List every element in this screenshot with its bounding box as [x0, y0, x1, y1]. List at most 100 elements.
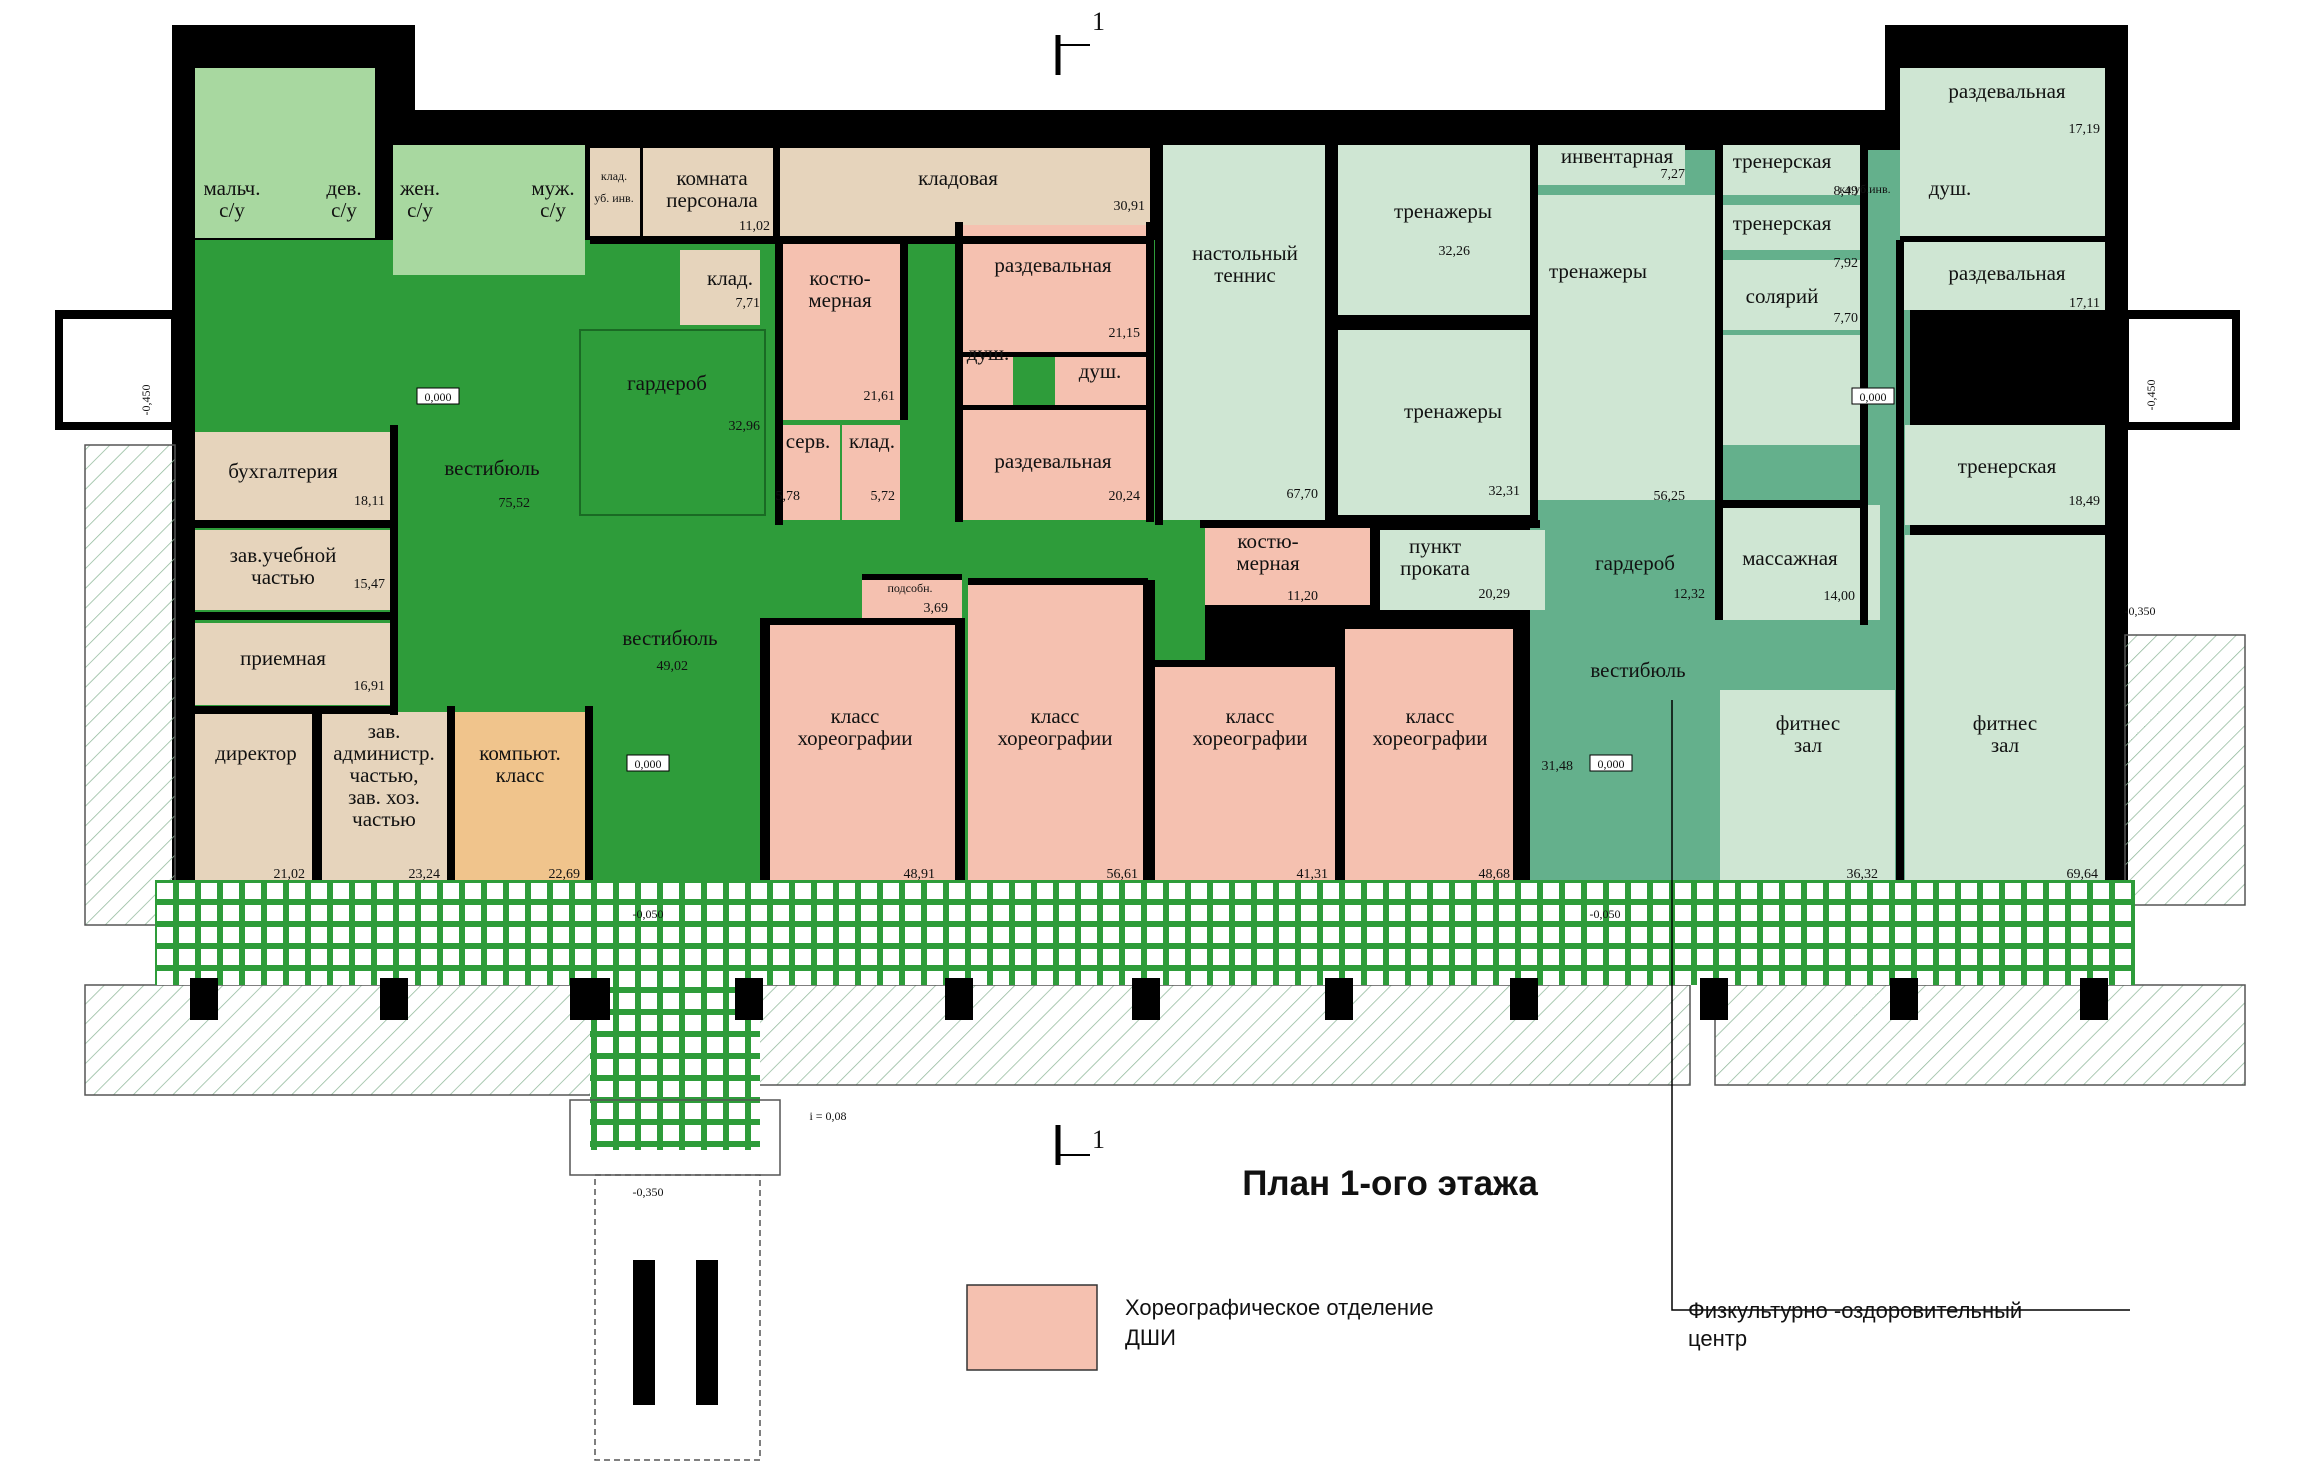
room-name: раздевальная	[1948, 261, 2066, 285]
elevation-mark: 0,000	[1860, 390, 1887, 404]
legend: Хореографическое отделение ДШИ Физкульту…	[966, 700, 2130, 1371]
elevation-mark: -0,050	[1590, 907, 1621, 921]
elevation-mark: i = 0,08	[809, 1109, 846, 1123]
room-storage-1: клад.7,71	[707, 266, 760, 311]
room-name: вестибюль	[444, 456, 539, 480]
room-area: 21,02	[274, 867, 306, 882]
room-name: вестибюль	[622, 626, 717, 650]
room-labels: мальч.с/у дев.с/у жен.с/у муж.с/у клад.уб. и…	[204, 79, 2100, 882]
room-men-wc: муж.с/у	[531, 176, 574, 222]
room-name: приемная	[240, 646, 326, 670]
room-head-admin: зав.администр.частью,зав. хоз.частью23,2…	[333, 719, 440, 882]
room-shower-2: душ.	[1079, 359, 1122, 383]
room-area: 3,69	[924, 601, 949, 616]
terrace	[84, 444, 2246, 1461]
room-name: тренажеры	[1394, 199, 1492, 223]
room-area: 32,26	[1439, 244, 1471, 259]
room-name: компьют.класс	[479, 741, 561, 787]
room-area: 17,19	[2069, 122, 2101, 137]
room-area: 20,29	[1479, 587, 1511, 602]
room-name: клад.	[849, 429, 895, 453]
room-name: бухгалтерия	[228, 459, 338, 483]
room-area: 21,15	[1109, 326, 1141, 341]
room-area: 8,49	[1834, 184, 1859, 199]
legend-text-line1: Хореографическое отделение	[1125, 1295, 1434, 1320]
legend-pointer-line2: центр	[1688, 1326, 1747, 1351]
room-name: массажная	[1742, 546, 1838, 570]
partition-walls	[195, 145, 2110, 881]
elevation-mark: 0,000	[635, 757, 662, 771]
room-name: клад.уб. инв.	[594, 169, 633, 205]
room-area: 12,32	[1674, 587, 1706, 602]
room-name: инвентарная	[1561, 144, 1674, 168]
room-boys-wc: мальч.с/у	[204, 176, 261, 222]
room-cloakroom-2: гардероб 12,32	[1595, 551, 1705, 602]
room-area: 31,48	[1542, 759, 1574, 774]
room-gym-2: тренажеры 32,31	[1404, 399, 1520, 499]
room-area: 7,27	[1661, 167, 1686, 182]
room-name: раздевальная	[1948, 79, 2066, 103]
section-mark-top-label: 1	[1092, 7, 1105, 36]
room-area: 17,11	[2069, 296, 2100, 311]
legend-text-line2: ДШИ	[1125, 1325, 1176, 1350]
room-area: 32,31	[1489, 484, 1521, 499]
room-area: 23,24	[409, 867, 441, 882]
room-name: тренажеры	[1404, 399, 1502, 423]
room-name: жен.с/у	[399, 176, 440, 222]
room-area: 7,70	[1834, 311, 1859, 326]
room-area: 36,32	[1847, 867, 1879, 882]
room-massage: массажная 14,00	[1742, 546, 1855, 604]
columns	[190, 978, 2108, 1020]
room-name: душ.	[1929, 176, 1972, 200]
room-name: дев.с/у	[326, 176, 361, 222]
room-name: солярий	[1746, 284, 1819, 308]
room-women-wc: жен.с/у	[399, 176, 440, 222]
elevation-mark: -0,450	[139, 385, 153, 416]
room-name: гардероб	[627, 371, 707, 395]
section-mark-bottom: 1	[1055, 1125, 1105, 1165]
room-area: 48,91	[904, 867, 936, 882]
room-storage-2: клад. 5,72	[849, 429, 895, 504]
room-area: 11,02	[739, 219, 770, 234]
room-shower-3: душ.	[1929, 176, 1972, 200]
room-area: 5,72	[871, 489, 896, 504]
room-area: 14,00	[1824, 589, 1856, 604]
room-name: костю-мерная	[1236, 529, 1300, 575]
room-area: 30,91	[1114, 199, 1146, 214]
elevation-mark: 0,000	[1598, 757, 1625, 771]
plan-title: План 1-ого этажа	[1242, 1164, 1538, 1203]
room-girls-wc: дев.с/у	[326, 176, 361, 222]
elevation-marks: 0,000 0,000 0,000 0,000 -0,450 -0,450 -0…	[139, 380, 2158, 1200]
room-solarium: солярий 7,70	[1746, 284, 1858, 326]
room-area: 15,47	[354, 577, 386, 592]
room-name: тренерская	[1958, 454, 2057, 478]
room-name: серв.	[786, 429, 831, 453]
room-name: гардероб	[1595, 551, 1675, 575]
room-area: 11,20	[1287, 589, 1318, 604]
room-fills	[195, 68, 2105, 880]
room-costume-2: костю-мерная 11,20	[1236, 529, 1318, 604]
